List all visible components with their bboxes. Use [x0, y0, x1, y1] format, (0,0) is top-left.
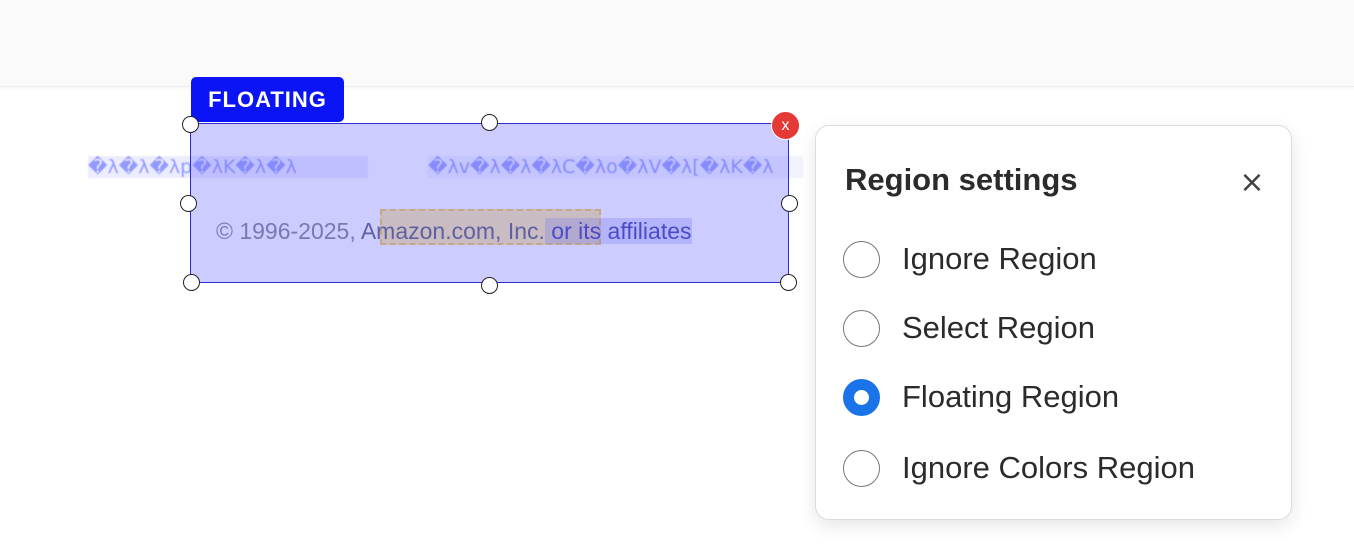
option-ignore-colors-region[interactable]: Ignore Colors Region: [843, 447, 1195, 489]
close-icon[interactable]: ×: [1239, 164, 1265, 200]
page-header-bar: [0, 0, 1354, 87]
region-settings-panel: Region settings × Ignore Region Select R…: [815, 125, 1292, 520]
resize-handle-top-left[interactable]: [182, 116, 199, 133]
option-select-region[interactable]: Select Region: [843, 307, 1095, 349]
option-label: Floating Region: [902, 379, 1120, 414]
radio-ignore-colors-region[interactable]: [843, 449, 880, 487]
option-label: Select Region: [902, 310, 1096, 345]
resize-handle-middle-left[interactable]: [180, 195, 197, 212]
option-ignore-region[interactable]: Ignore Region: [843, 238, 1097, 280]
radio-select-region[interactable]: [843, 309, 880, 347]
copyright-text: © 1996-2025, Amazon.com, Inc. or its aff…: [216, 217, 692, 245]
copyright-prefix: © 1996-2025,: [216, 218, 361, 244]
garbled-footer-text-right: �λv�λ�λ�λC�λo�λV�λ[�λK�λ: [428, 156, 803, 178]
region-type-tag: FLOATING: [191, 77, 344, 122]
garbled-footer-text-left: �λ�λ�λp�λK�λ�λ: [88, 156, 368, 178]
radio-floating-region[interactable]: [843, 378, 880, 416]
resize-handle-bottom-center[interactable]: [481, 277, 498, 294]
option-label: Ignore Colors Region: [902, 450, 1195, 485]
resize-handle-bottom-right[interactable]: [780, 274, 797, 291]
option-label: Ignore Region: [902, 241, 1097, 276]
copyright-company-link[interactable]: Amazon.com, Inc.: [360, 218, 545, 244]
option-floating-region[interactable]: Floating Region: [843, 376, 1119, 418]
resize-handle-middle-right[interactable]: [781, 195, 798, 212]
floating-region-box[interactable]: [190, 123, 789, 283]
copyright-suffix: or its affiliates: [544, 218, 692, 244]
panel-title: Region settings: [845, 162, 1078, 197]
ignored-sub-region[interactable]: [380, 209, 601, 245]
radio-ignore-region[interactable]: [843, 240, 880, 278]
delete-region-button[interactable]: x: [771, 111, 800, 140]
resize-handle-bottom-left[interactable]: [183, 274, 200, 291]
resize-handle-top-center[interactable]: [481, 114, 498, 131]
